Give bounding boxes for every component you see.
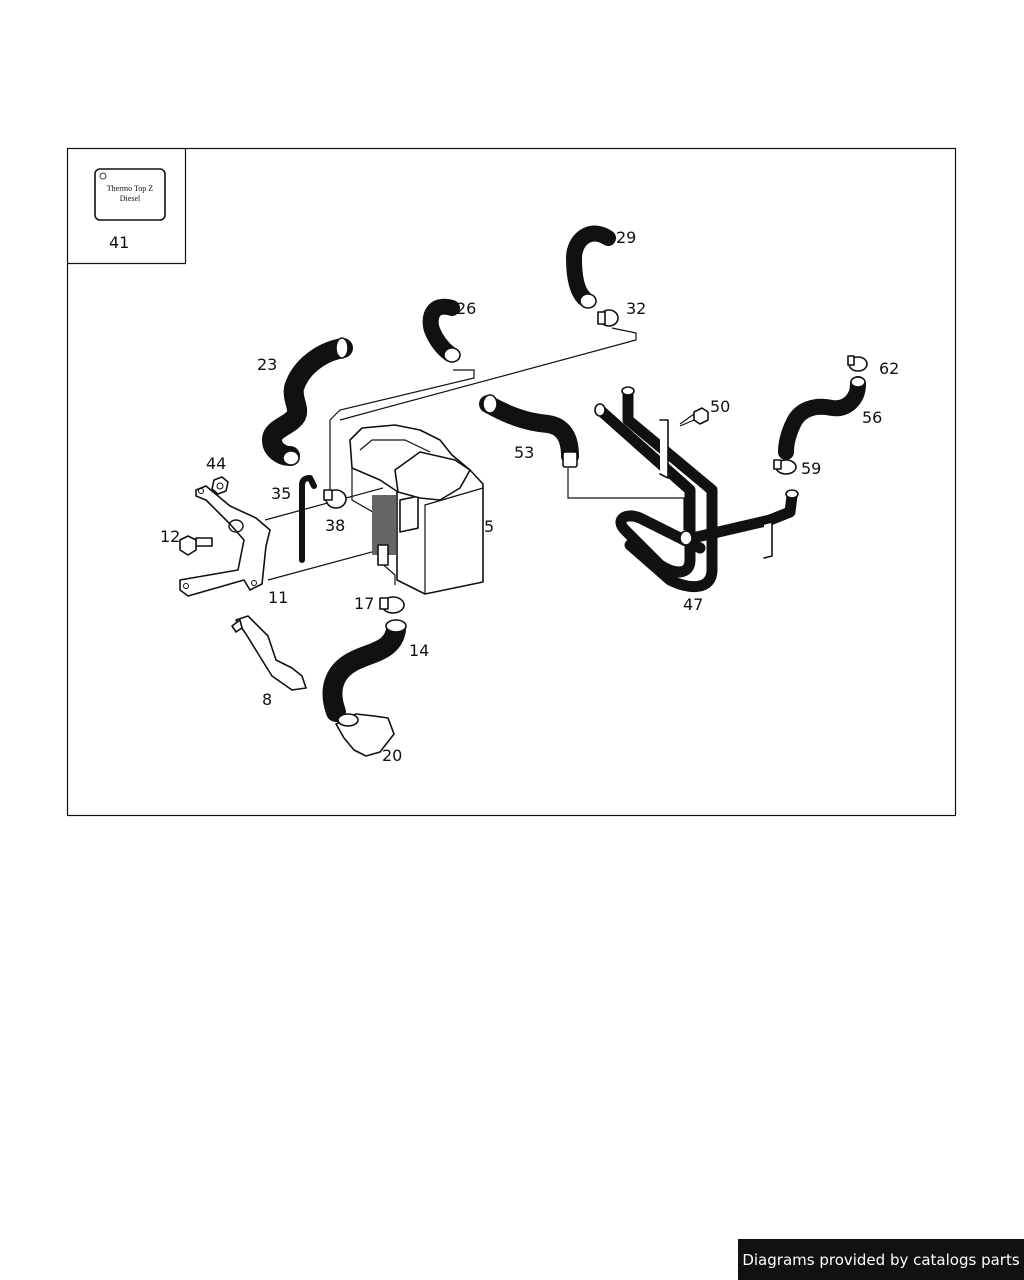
badge-line1: Thermo Top Z <box>107 184 154 193</box>
callout-41: 41 <box>109 233 129 252</box>
part-35-pipe <box>299 475 317 563</box>
callout-56: 56 <box>862 408 882 427</box>
brand-star-icon <box>99 172 107 180</box>
callout-47: 47 <box>683 595 703 614</box>
footer-text: Diagrams provided by catalogs parts <box>742 1250 1020 1269</box>
part-47-pipe-assembly <box>594 386 799 593</box>
inset-box: Thermo Top Z Diesel 41 <box>67 148 187 265</box>
callout-38: 38 <box>325 516 345 535</box>
callout-5: 5 <box>484 517 494 536</box>
callout-29: 29 <box>616 228 636 247</box>
part-8-bracket <box>231 615 307 691</box>
part-20-elbow <box>335 713 395 757</box>
callout-11: 11 <box>268 588 288 607</box>
part-59-clip <box>773 459 797 475</box>
callout-17: 17 <box>354 594 374 613</box>
part-14-hose <box>322 619 407 722</box>
part-29-hose <box>566 225 616 309</box>
part-38-clip <box>323 489 347 509</box>
callout-26: 26 <box>456 299 476 318</box>
heater-unit <box>349 424 484 595</box>
part-17-clip <box>379 596 405 614</box>
callout-32: 32 <box>626 299 646 318</box>
part-50-screw <box>679 407 709 427</box>
part-56-hose <box>778 376 866 460</box>
callout-53: 53 <box>514 443 534 462</box>
callout-62: 62 <box>879 359 899 378</box>
part-53-hose <box>479 394 579 468</box>
part-11-bracket <box>179 485 271 597</box>
footer-banner: Diagrams provided by catalogs parts <box>738 1239 1024 1280</box>
part-26-hose <box>422 298 461 363</box>
diagram-frame <box>66 147 957 817</box>
callout-35: 35 <box>271 484 291 503</box>
leader-lines <box>264 327 685 581</box>
callout-20: 20 <box>382 746 402 765</box>
part-62-clip <box>847 355 868 372</box>
heater-outlet-pipe <box>377 544 389 566</box>
callout-12: 12 <box>160 527 180 546</box>
callout-44: 44 <box>206 454 226 473</box>
thermo-top-badge <box>94 168 166 221</box>
part-23-hose <box>262 337 353 466</box>
part-32-clip <box>597 309 619 327</box>
callout-50: 50 <box>710 397 730 416</box>
callout-59: 59 <box>801 459 821 478</box>
badge-line2: Diesel <box>120 194 141 203</box>
callout-23: 23 <box>257 355 277 374</box>
part-44-nut <box>211 476 229 495</box>
callout-8: 8 <box>262 690 272 709</box>
callout-labels: 5 8 11 12 14 17 20 23 26 29 32 35 38 44 … <box>160 228 899 765</box>
part-12-bolt <box>179 535 213 556</box>
callout-14: 14 <box>409 641 429 660</box>
